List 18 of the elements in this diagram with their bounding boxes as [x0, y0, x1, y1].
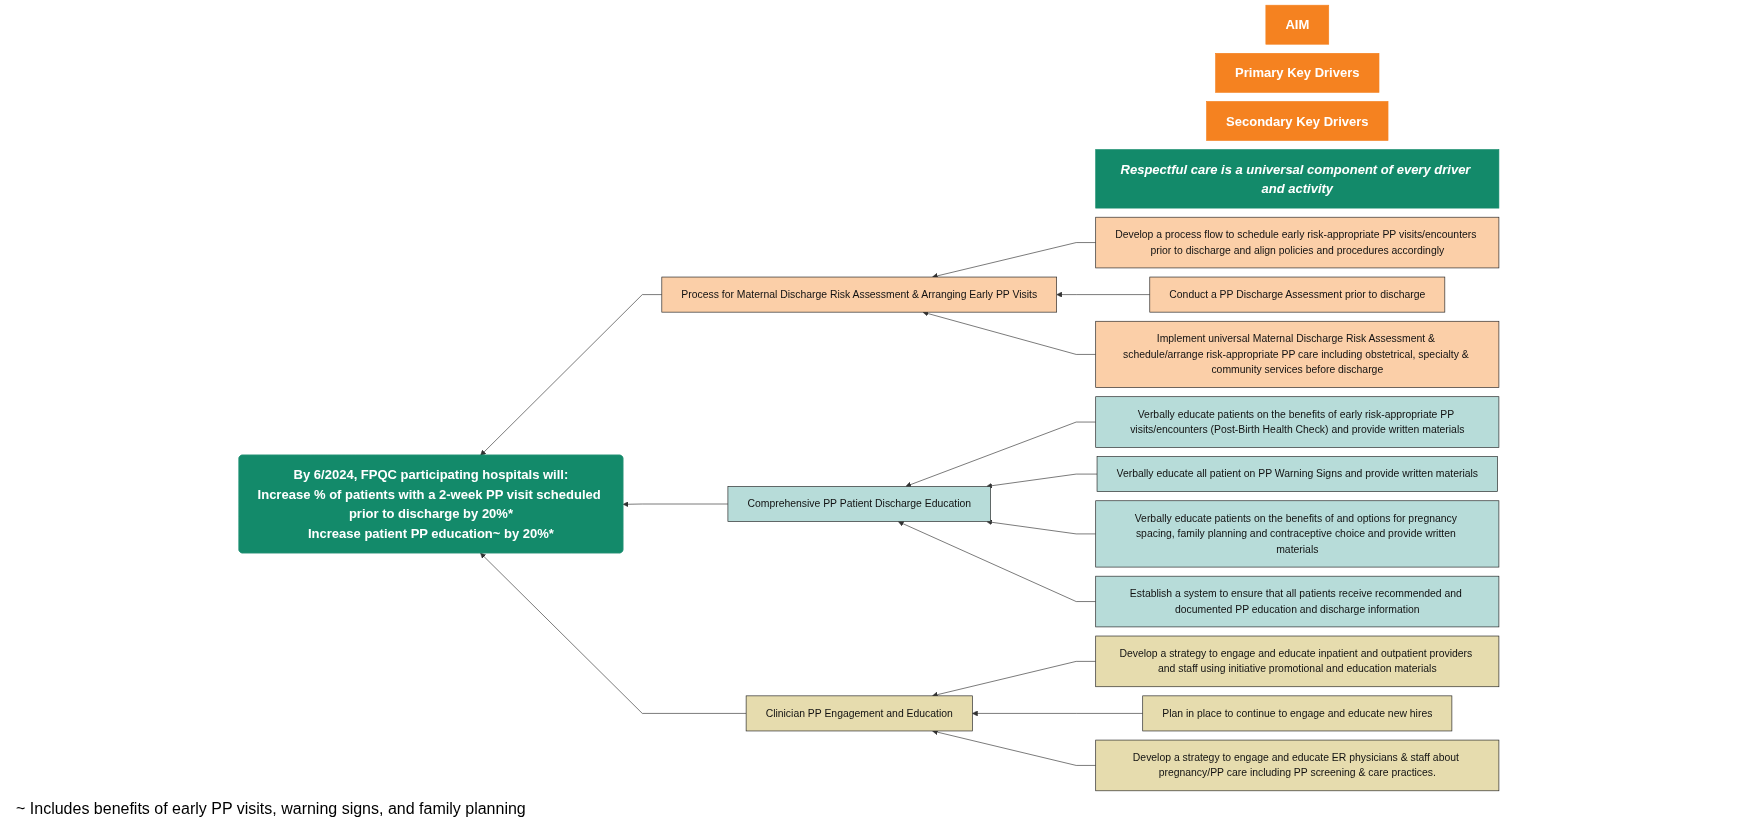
node-box: Develop a strategy to engage and educate ER physicians & staff about pregnancy/PP care including PP screening & care practices. [1095, 739, 1500, 792]
node-box: Secondary Key Drivers [1206, 101, 1389, 141]
footnote: ~ Includes benefits of early PP visits, warning signs, and family planning [16, 800, 527, 818]
node-box: Implement universal Maternal Discharge Risk Assessment & schedule/arrange risk-appropriate PP care including obstetrical, specialty & community services before discharge [1095, 320, 1500, 388]
node-box: Conduct a PP Discharge Assessment prior to discharge [1149, 276, 1446, 313]
node-box: AIM [1265, 4, 1330, 45]
node-box: Plan in place to continue to engage and educate new hires [1142, 695, 1453, 732]
node-box: Verbally educate patients on the benefits of early risk-appropriate PP visits/encounters (Post-Birth Health Check) and provide written materials [1095, 396, 1500, 448]
node-box: Comprehensive PP Patient Discharge Education [727, 486, 991, 522]
node-box: Develop a process flow to schedule early risk-appropriate PP visits/encounters prior to discharge and align policies and procedures accordingly [1095, 216, 1500, 269]
node-box: Process for Maternal Discharge Risk Assessment & Arranging Early PP Visits [661, 276, 1057, 313]
node-box: Verbally educate all patient on PP Warning Signs and provide written materials [1096, 456, 1498, 492]
node-box: Establish a system to ensure that all patients receive recommended and documented PP education and discharge information [1095, 575, 1500, 628]
node-box: Respectful care is a universal component of every driver and activity [1095, 149, 1500, 209]
node-box: Primary Key Drivers [1215, 53, 1380, 93]
node-box: Develop a strategy to engage and educate inpatient and outpatient providers and staff using initiative promotional and education materials [1095, 635, 1500, 688]
node-box: Verbally educate patients on the benefits of and options for pregnancy spacing, family planning and contraceptive choice and provide written materials [1095, 500, 1500, 568]
node-box: Clinician PP Engagement and Education [745, 695, 973, 732]
